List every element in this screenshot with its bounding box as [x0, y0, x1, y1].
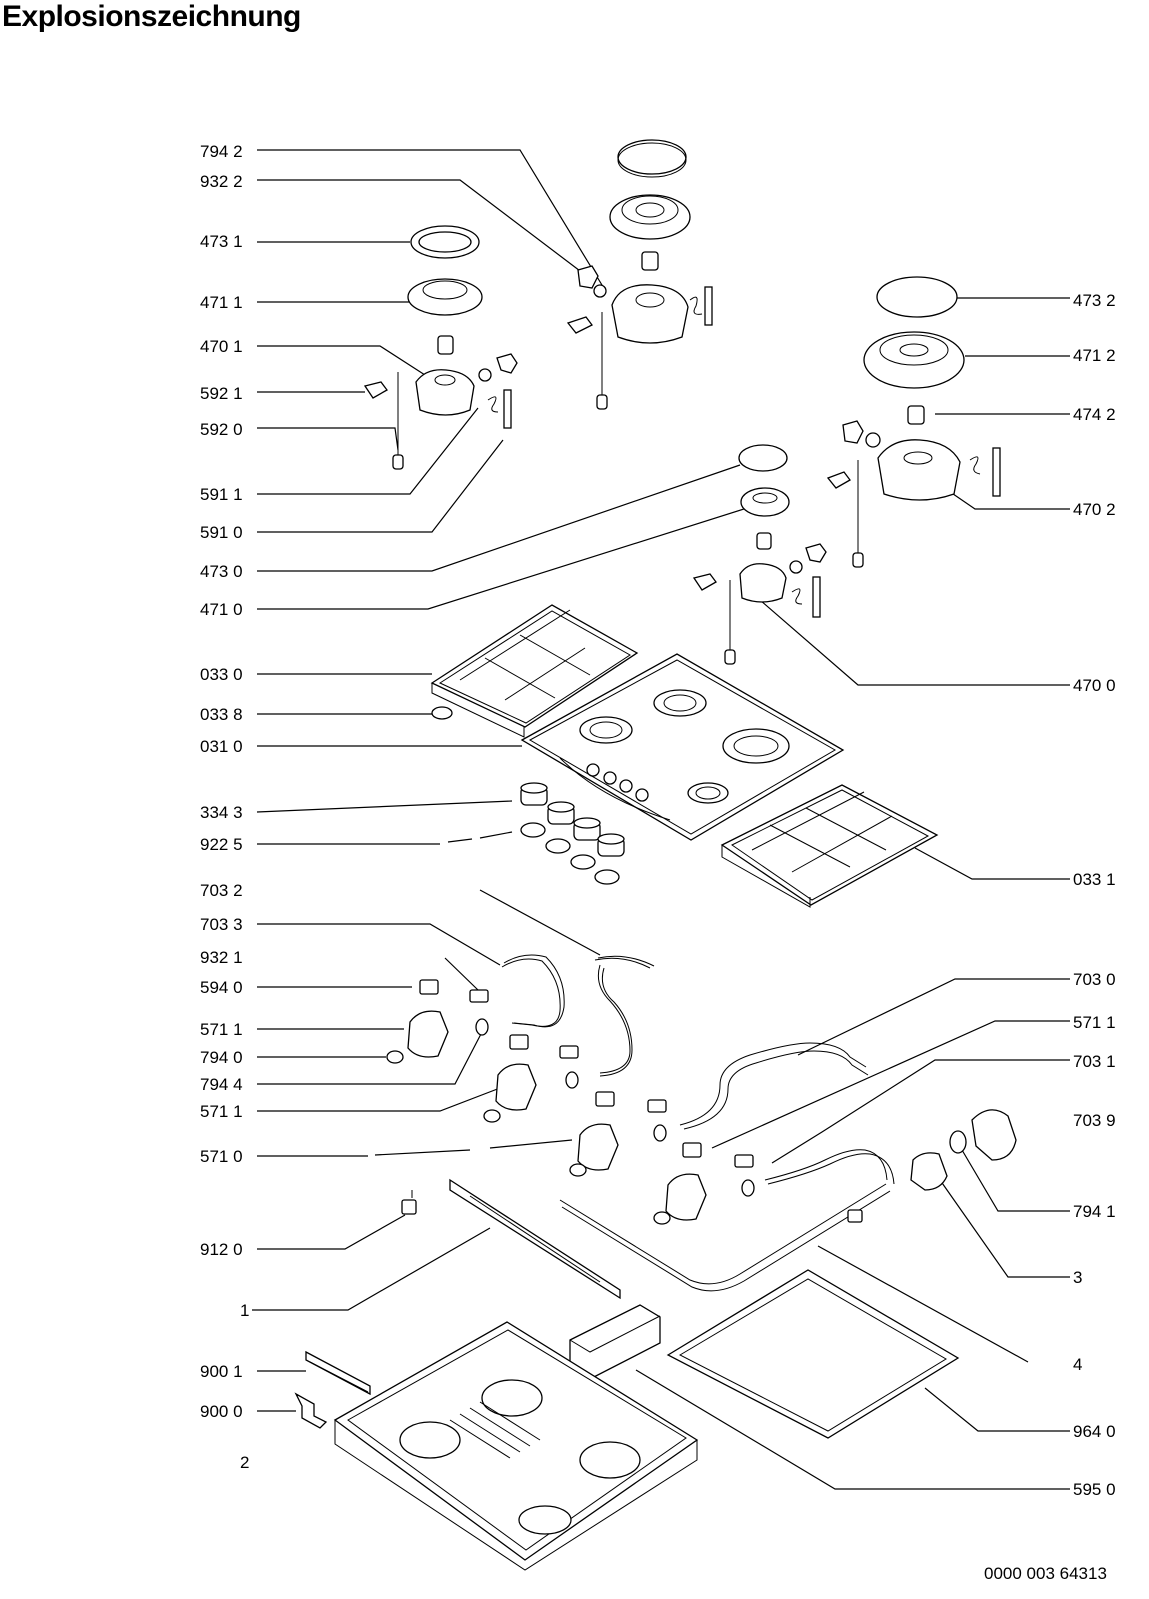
ignition-module [569, 1304, 661, 1380]
label-471-2: 471 2 [1073, 346, 1116, 365]
label-900-1: 900 1 [200, 1362, 243, 1381]
label-794-0: 794 0 [200, 1048, 243, 1067]
leader-471-0 [257, 507, 748, 610]
leader-592-0 [257, 427, 399, 451]
label-571-1-c: 571 1 [1073, 1013, 1116, 1032]
leader-470-1 [257, 345, 426, 376]
leader-470-0 [759, 599, 1070, 686]
leader-703-0 [797, 978, 1070, 1056]
leader-571-1-c [711, 1020, 1070, 1149]
label-703-2: 703 2 [200, 881, 243, 900]
leader-4 [817, 1245, 1029, 1363]
label-932-2: 932 2 [200, 172, 243, 191]
label-703-9: 703 9 [1073, 1111, 1116, 1130]
document-number: 0000 003 64313 [984, 1564, 1107, 1583]
label-031-0: 031 0 [200, 737, 243, 756]
leader-794-1 [961, 1149, 1070, 1212]
label-1: 1 [240, 1301, 249, 1320]
leader-3 [939, 1179, 1070, 1278]
leader-1 [252, 1227, 491, 1311]
label-595-0: 595 0 [1073, 1480, 1116, 1499]
label-703-0: 703 0 [1073, 970, 1116, 989]
hob-top-plate [520, 653, 845, 841]
label-4: 4 [1073, 1355, 1082, 1374]
label-703-1: 703 1 [1073, 1052, 1116, 1071]
label-900-0: 900 0 [200, 1402, 243, 1421]
label-3: 3 [1073, 1268, 1082, 1287]
label-033-0: 033 0 [200, 665, 243, 684]
label-594-0: 594 0 [200, 978, 243, 997]
label-794-1: 794 1 [1073, 1202, 1116, 1221]
leader-964-0 [924, 1387, 1070, 1432]
burner-caps-misc [418, 231, 472, 253]
label-591-0: 591 0 [200, 523, 243, 542]
label-592-0: 592 0 [200, 420, 243, 439]
mounting-brackets [294, 1350, 371, 1429]
page-title: Explosionszeichnung [2, 0, 301, 33]
label-471-0: 471 0 [200, 600, 243, 619]
label-794-4: 794 4 [200, 1075, 243, 1094]
label-334-3: 334 3 [200, 803, 243, 822]
leader-794-4 [257, 1031, 483, 1085]
pan-support-right [720, 784, 939, 908]
gas-valves-and-pipes [386, 954, 895, 1292]
right-labels: 473 2 471 2 474 2 470 2 470 0 033 1 703 … [1073, 291, 1116, 1499]
label-571-0: 571 0 [200, 1147, 243, 1166]
burner-right-assembly [826, 276, 1001, 568]
label-932-1: 932 1 [200, 948, 243, 967]
label-2: 2 [240, 1453, 249, 1472]
leader-932-1 [444, 957, 479, 991]
leader-470-2 [939, 484, 1070, 510]
label-592-1: 592 1 [200, 384, 243, 403]
leader-334-3 [256, 800, 513, 813]
knob-rings [520, 822, 620, 885]
label-471-1: 471 1 [200, 293, 243, 312]
label-033-1: 033 1 [1073, 870, 1116, 889]
leader-033-1 [914, 847, 1070, 880]
label-794-2: 794 2 [200, 142, 243, 161]
label-912-0: 912 0 [200, 1240, 243, 1259]
label-470-2: 470 2 [1073, 500, 1116, 519]
ignition-rail [401, 1178, 621, 1300]
left-labels: 794 2 932 2 473 1 471 1 470 1 592 1 592 … [200, 142, 249, 1472]
label-571-1-b: 571 1 [200, 1102, 243, 1121]
label-964-0: 964 0 [1073, 1422, 1116, 1441]
control-knobs [520, 782, 625, 857]
gas-inlet-fitting [910, 1109, 1017, 1191]
leader-591-0 [257, 439, 504, 533]
label-473-0: 473 0 [200, 562, 243, 581]
burner-front-assembly [692, 444, 827, 665]
leader-lines [252, 149, 1070, 1490]
label-922-5: 922 5 [200, 835, 243, 854]
burner-rear-assembly [566, 139, 713, 410]
label-473-1: 473 1 [200, 232, 243, 251]
seal-gasket [666, 1269, 960, 1439]
label-470-1: 470 1 [200, 337, 243, 356]
label-703-3: 703 3 [200, 915, 243, 934]
label-591-1: 591 1 [200, 485, 243, 504]
label-033-8: 033 8 [200, 705, 243, 724]
label-571-1-a: 571 1 [200, 1020, 243, 1039]
pan-support-left [430, 604, 639, 738]
leader-703-1 [771, 1059, 1070, 1164]
leader-591-1 [257, 407, 479, 495]
label-470-0: 470 0 [1073, 676, 1116, 695]
leader-595-0 [635, 1369, 1070, 1490]
label-474-2: 474 2 [1073, 405, 1116, 424]
leader-703-2 [479, 889, 601, 956]
leader-932-2 [257, 179, 589, 278]
label-473-2: 473 2 [1073, 291, 1116, 310]
bottom-tray [333, 1321, 699, 1571]
burner-left-assembly [363, 225, 518, 470]
leader-703-3 [257, 923, 501, 966]
leader-571-1-b [257, 1087, 501, 1112]
leader-794-2 [257, 149, 606, 291]
leader-473-0 [257, 464, 741, 572]
leader-912-0 [257, 1214, 406, 1250]
